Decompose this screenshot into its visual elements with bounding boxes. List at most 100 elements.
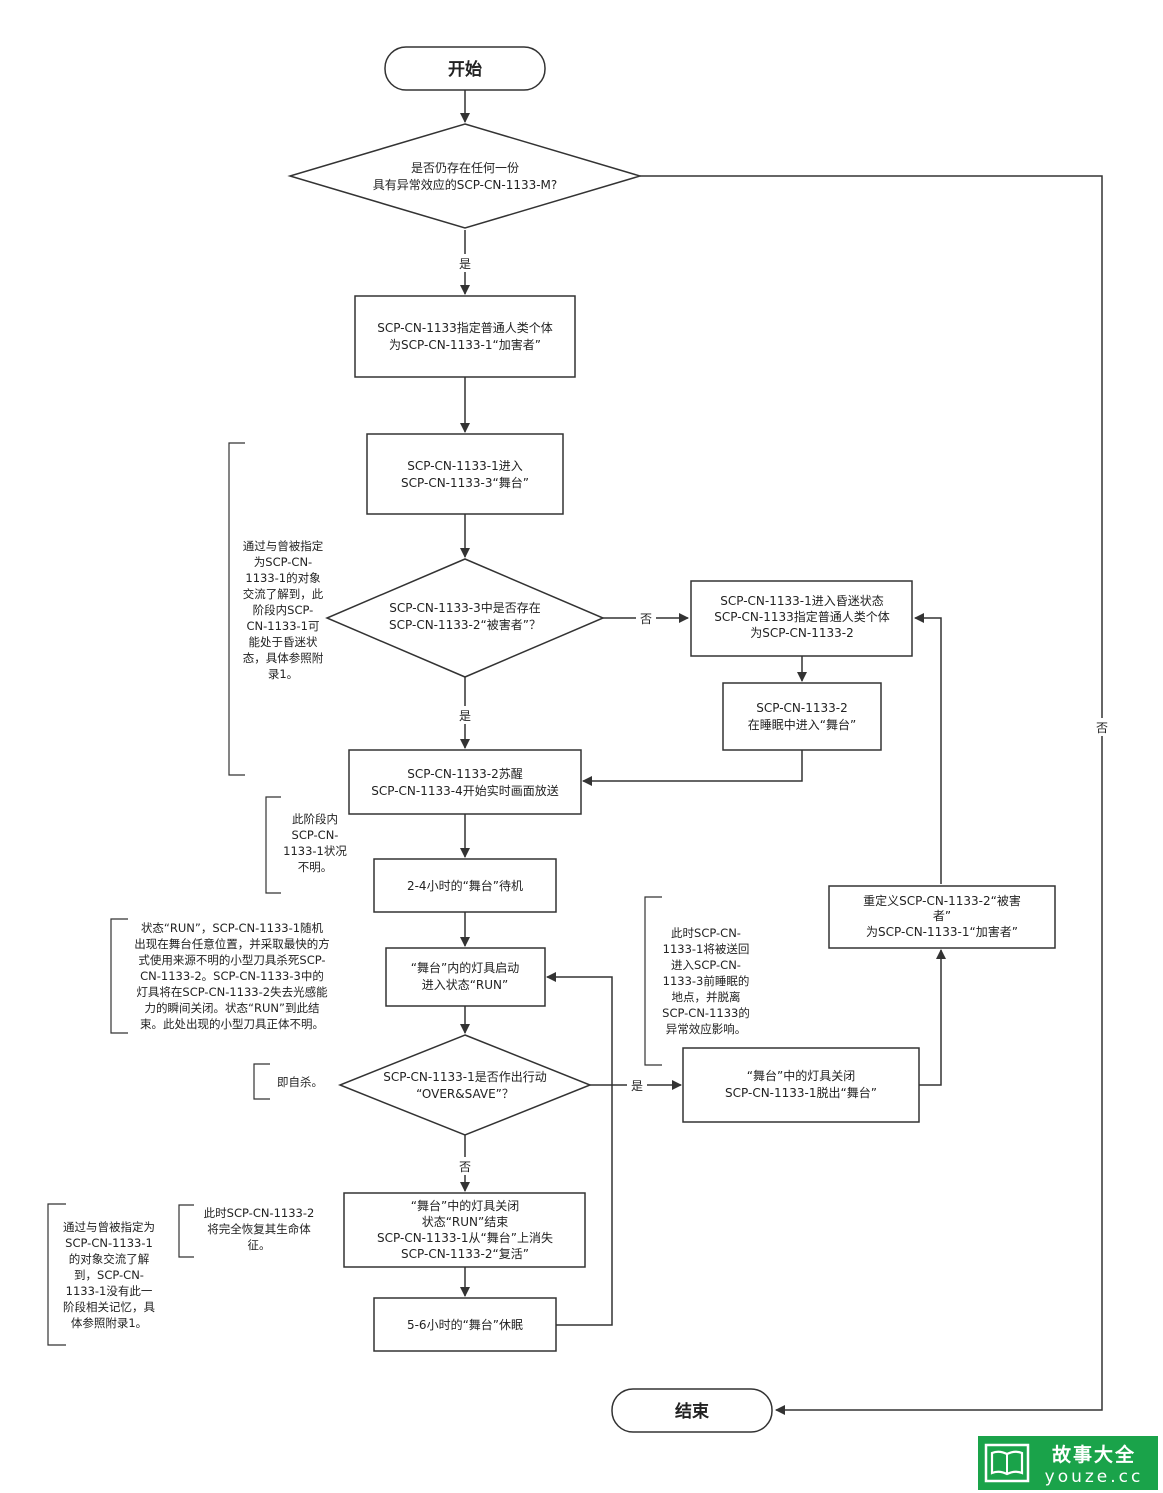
terminal-start-label: 开始	[448, 59, 482, 80]
note-n2-line4: 不明。	[298, 860, 333, 874]
edge-p7-p5	[546, 972, 613, 1326]
process-p6-line3: SCP-CN-1133-1从“舞台”上消失	[377, 1230, 553, 1245]
note-n6-line2: SCP-CN-1133-1	[65, 1236, 153, 1250]
process-p9-line1: SCP-CN-1133-2	[756, 701, 848, 715]
note-n6-line1: 通过与曾被指定为	[63, 1220, 155, 1234]
edge-p11-p8	[914, 613, 942, 884]
book-icon	[984, 1443, 1030, 1483]
note-n3-line4: CN-1133-2。SCP-CN-1133-3中的	[140, 969, 324, 983]
note-n1-line2: 为SCP-CN-	[254, 555, 312, 569]
note-n7-line4: 1133-3前睡眠的	[663, 974, 750, 988]
note-n5: 此时SCP-CN-1133-2 将完全恢复其生命体 征。	[178, 1204, 314, 1258]
note-n4: 即自杀。	[253, 1063, 323, 1100]
decision-d3-line2: “OVER&SAVE”？	[416, 1087, 514, 1101]
note-n6: 通过与曾被指定为 SCP-CN-1133-1 的对象交流了解 到，SCP-CN-…	[47, 1203, 155, 1346]
note-n7-line5: 地点，并脱离	[672, 990, 741, 1004]
note-n3-line7: 束。此处出现的小型刀具正体不明。	[140, 1017, 324, 1031]
process-p2-line2: SCP-CN-1133-3“舞台”	[401, 475, 529, 490]
process-p6-line4: SCP-CN-1133-2“复活”	[401, 1247, 529, 1261]
process-p8-line1: SCP-CN-1133-1进入昏迷状态	[720, 594, 884, 608]
process-p8-line2: SCP-CN-1133指定普通人类个体	[714, 609, 890, 624]
note-n1-line7: 能处于昏迷状	[249, 635, 318, 649]
note-n3-line2: 出现在舞台任意位置，并采取最快的方	[134, 937, 330, 951]
note-n1-line1: 通过与曾被指定	[243, 539, 324, 553]
label-d1-no: 否	[1096, 721, 1108, 735]
process-p7: 5-6小时的“舞台”休眠	[373, 1297, 557, 1352]
note-n1-line4: 交流了解到，此	[243, 587, 324, 601]
process-p1: SCP-CN-1133指定普通人类个体 为SCP-CN-1133-1“加害者”	[354, 295, 576, 378]
note-n6-line3: 的对象交流了解	[69, 1252, 150, 1266]
process-p11-line3: 为SCP-CN-1133-1“加害者”	[866, 924, 1018, 939]
process-p8: SCP-CN-1133-1进入昏迷状态 SCP-CN-1133指定普通人类个体 …	[690, 580, 913, 657]
watermark-en: youze.cc	[1044, 1466, 1144, 1487]
process-p11-line1: 重定义SCP-CN-1133-2“被害	[863, 893, 1021, 908]
note-n2: 此阶段内 SCP-CN- 1133-1状况 不明。	[265, 796, 347, 894]
label-d3-no: 否	[459, 1160, 471, 1174]
note-n7-line1: 此时SCP-CN-	[671, 926, 741, 940]
edge-p9-p3	[582, 750, 803, 786]
process-p1-line1: SCP-CN-1133指定普通人类个体	[377, 320, 553, 335]
watermark-cn: 故事大全	[1051, 1443, 1136, 1466]
label-d2-no: 否	[640, 612, 652, 626]
process-p9: SCP-CN-1133-2 在睡眠中进入“舞台”	[722, 682, 882, 751]
process-p10: “舞台”中的灯具关闭 SCP-CN-1133-1脱出“舞台”	[682, 1047, 920, 1123]
process-p8-line3: 为SCP-CN-1133-2	[750, 626, 854, 640]
note-n1-line5: 阶段内SCP-	[253, 603, 314, 617]
watermark-logo[interactable]: 故事大全 youze.cc	[978, 1436, 1158, 1490]
decision-d2-line1: SCP-CN-1133-3中是否存在	[389, 600, 541, 615]
note-n5-line2: 将完全恢复其生命体	[207, 1222, 311, 1236]
note-n6-line6: 阶段相关记忆，具	[63, 1300, 155, 1314]
process-p6-line2: 状态“RUN”结束	[422, 1215, 509, 1229]
process-p6: “舞台”中的灯具关闭 状态“RUN”结束 SCP-CN-1133-1从“舞台”上…	[343, 1192, 586, 1268]
process-p5-line1: “舞台”内的灯具启动	[411, 960, 519, 975]
terminal-end: 结束	[611, 1388, 773, 1433]
note-n1-line9: 录1。	[268, 667, 298, 681]
process-p3-line2: SCP-CN-1133-4开始实时画面放送	[371, 783, 559, 798]
note-n7-line6: SCP-CN-1133的	[662, 1006, 750, 1020]
process-p6-line1: “舞台”中的灯具关闭	[411, 1198, 519, 1213]
decision-d1-line1: 是否仍存在任何一份	[411, 161, 519, 175]
edge-labels: 是 否 是 否 是 否	[455, 254, 1112, 1175]
note-n7-line3: 进入SCP-CN-	[671, 958, 741, 972]
label-d3-yes: 是	[631, 1079, 643, 1093]
note-n2-line2: SCP-CN-	[292, 828, 339, 842]
note-n3-line5: 灯具将在SCP-CN-1133-2失去光感能	[136, 985, 328, 999]
note-n6-line5: 1133-1没有此一	[66, 1284, 153, 1298]
process-p4-line1: 2-4小时的“舞台”待机	[407, 878, 523, 893]
process-p1-line2: 为SCP-CN-1133-1“加害者”	[389, 337, 541, 352]
note-n3: 状态“RUN”，SCP-CN-1133-1随机 出现在舞台任意位置，并采取最快的…	[110, 918, 330, 1034]
process-p7-line1: 5-6小时的“舞台”休眠	[407, 1317, 523, 1332]
edge-p10-p11	[919, 949, 946, 1086]
process-p4: 2-4小时的“舞台”待机	[373, 858, 557, 913]
note-n3-line1: 状态“RUN”，SCP-CN-1133-1随机	[141, 921, 324, 935]
process-p11-line2: 者”	[933, 909, 951, 923]
label-d2-yes: 是	[459, 709, 471, 723]
note-n1-line6: CN-1133-1可	[246, 619, 319, 633]
process-p2-line1: SCP-CN-1133-1进入	[407, 459, 523, 473]
decision-d3: SCP-CN-1133-1是否作出行动 “OVER&SAVE”？	[337, 1034, 593, 1136]
note-n7-line2: 1133-1将被送回	[663, 942, 750, 956]
note-n1-line8: 态，具体参照附	[243, 651, 324, 665]
process-p3: SCP-CN-1133-2苏醒 SCP-CN-1133-4开始实时画面放送	[348, 749, 582, 815]
note-n3-line6: 力的瞬间关闭。状态“RUN”到此结	[145, 1001, 320, 1015]
process-p5-line2: 进入状态“RUN”	[422, 978, 509, 992]
note-n7-line7: 异常效应影响。	[666, 1022, 747, 1036]
watermark-text: 故事大全 youze.cc	[1030, 1440, 1158, 1487]
process-p9-line2: 在睡眠中进入“舞台”	[748, 717, 856, 732]
decision-d1: 是否仍存在任何一份 具有异常效应的SCP-CN-1133-M?	[287, 123, 643, 229]
terminal-start: 开始	[384, 46, 546, 91]
edge-d1-end	[640, 175, 1103, 1415]
note-n4-line1: 即自杀。	[277, 1075, 323, 1089]
decision-d1-line2: 具有异常效应的SCP-CN-1133-M?	[373, 177, 558, 192]
process-p3-line1: SCP-CN-1133-2苏醒	[407, 767, 523, 781]
note-n6-line7: 体参照附录1。	[71, 1316, 147, 1330]
note-n6-line4: 到，SCP-CN-	[74, 1268, 144, 1282]
process-p10-line2: SCP-CN-1133-1脱出“舞台”	[725, 1085, 877, 1100]
decision-d2: SCP-CN-1133-3中是否存在 SCP-CN-1133-2“被害者”？	[325, 558, 605, 678]
note-n1: 通过与曾被指定 为SCP-CN- 1133-1的对象 交流了解到，此 阶段内SC…	[228, 442, 324, 776]
decision-d3-line1: SCP-CN-1133-1是否作出行动	[383, 1070, 547, 1084]
note-n7: 此时SCP-CN- 1133-1将被送回 进入SCP-CN- 1133-3前睡眠…	[644, 896, 750, 1066]
process-p10-line1: “舞台”中的灯具关闭	[747, 1068, 855, 1083]
note-n1-line3: 1133-1的对象	[245, 571, 320, 585]
